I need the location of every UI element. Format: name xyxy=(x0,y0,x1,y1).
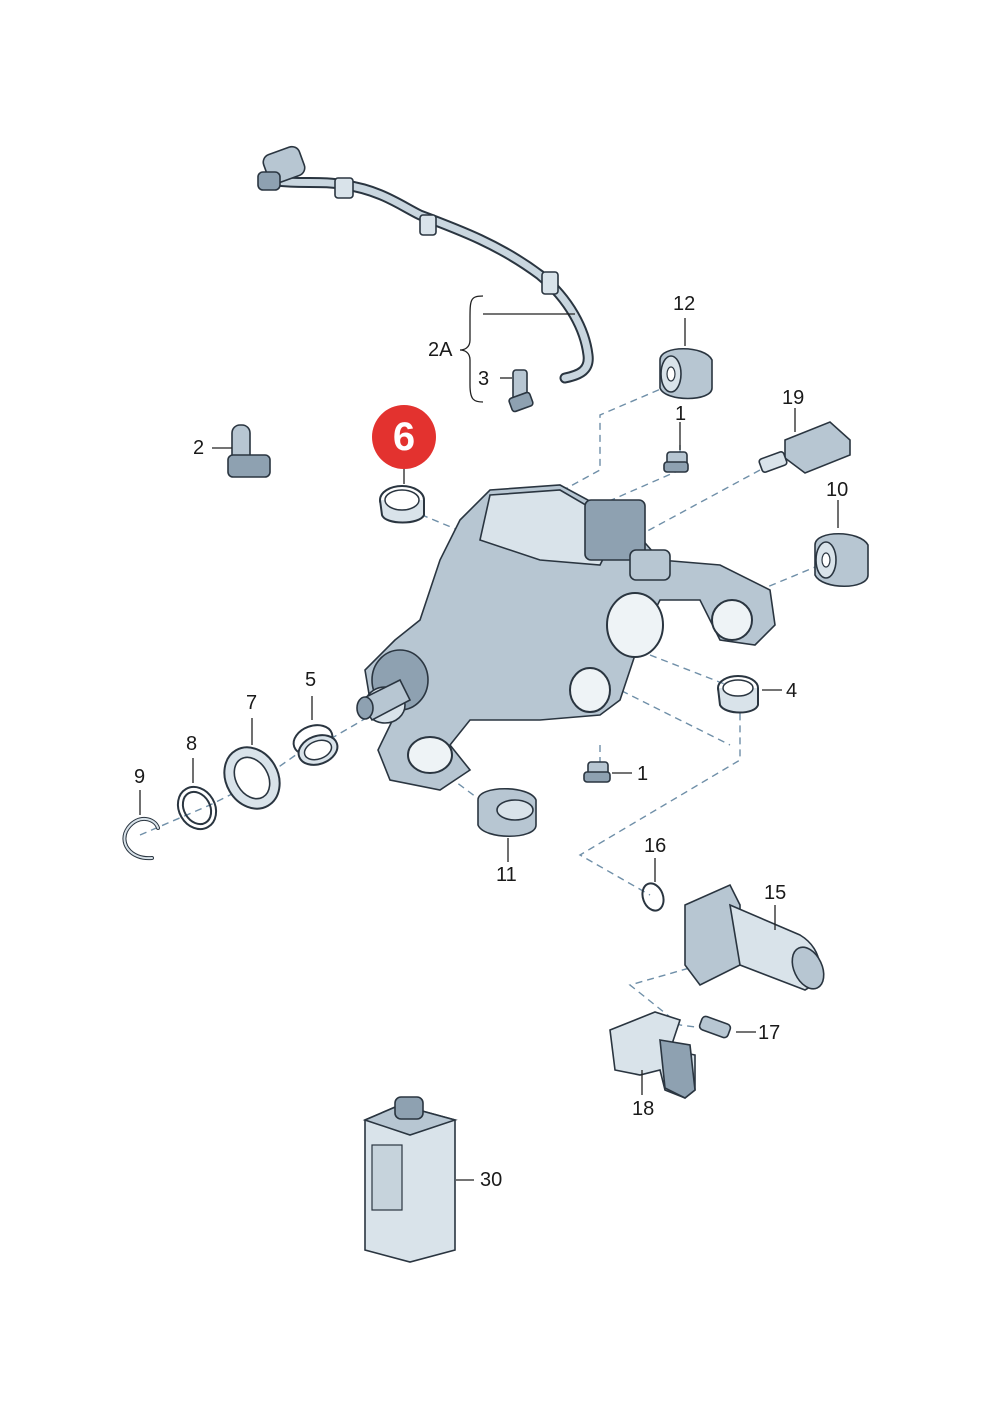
callout-2a: 2A xyxy=(428,339,453,361)
callout-12: 12 xyxy=(673,293,696,315)
callout-15: 15 xyxy=(764,882,787,904)
vent-hose xyxy=(257,145,594,384)
sensor-part-19 xyxy=(758,408,851,474)
callout-11: 11 xyxy=(496,864,517,886)
sleeve-part-6 xyxy=(379,468,425,524)
screw-part-3 xyxy=(500,369,534,413)
callout-9: 9 xyxy=(134,766,146,788)
bracket-part-18 xyxy=(609,1011,696,1099)
callout-17: 17 xyxy=(758,1022,781,1044)
shim-part-8 xyxy=(176,758,218,831)
highlighted-part-badge: 6 xyxy=(372,405,436,469)
callout-4: 4 xyxy=(786,680,798,702)
screw-part-17 xyxy=(698,1015,756,1039)
bushing-part-12 xyxy=(659,318,713,400)
circlip-part-9 xyxy=(122,790,160,861)
oil-bottle-part-30 xyxy=(362,1096,474,1263)
differential-housing xyxy=(364,484,776,791)
callout-1-top: 1 xyxy=(675,403,687,425)
o-ring-part-16 xyxy=(641,858,665,912)
sensor-part-2 xyxy=(212,424,271,478)
callout-16: 16 xyxy=(644,835,667,857)
seal-part-7 xyxy=(223,718,281,810)
callout-8: 8 xyxy=(186,733,198,755)
callout-10: 10 xyxy=(826,479,849,501)
callout-bracket-2a xyxy=(459,295,575,403)
callout-7: 7 xyxy=(246,692,258,714)
actuator-motor-part-15 xyxy=(684,883,825,991)
callout-30: 30 xyxy=(480,1169,503,1191)
sleeve-part-4 xyxy=(717,675,782,714)
callout-2: 2 xyxy=(193,437,205,459)
input-shaft xyxy=(356,678,412,722)
callout-19: 19 xyxy=(782,387,805,409)
bushing-part-11 xyxy=(477,787,537,862)
bushing-part-10 xyxy=(814,500,869,587)
plug-part-1-top xyxy=(663,422,689,473)
callout-5: 5 xyxy=(305,669,317,691)
callout-18: 18 xyxy=(632,1098,655,1120)
plug-part-1-bottom xyxy=(583,761,632,783)
callout-1-bottom: 1 xyxy=(637,763,649,785)
callout-3: 3 xyxy=(478,368,490,390)
sleeve-part-5 xyxy=(292,696,339,766)
